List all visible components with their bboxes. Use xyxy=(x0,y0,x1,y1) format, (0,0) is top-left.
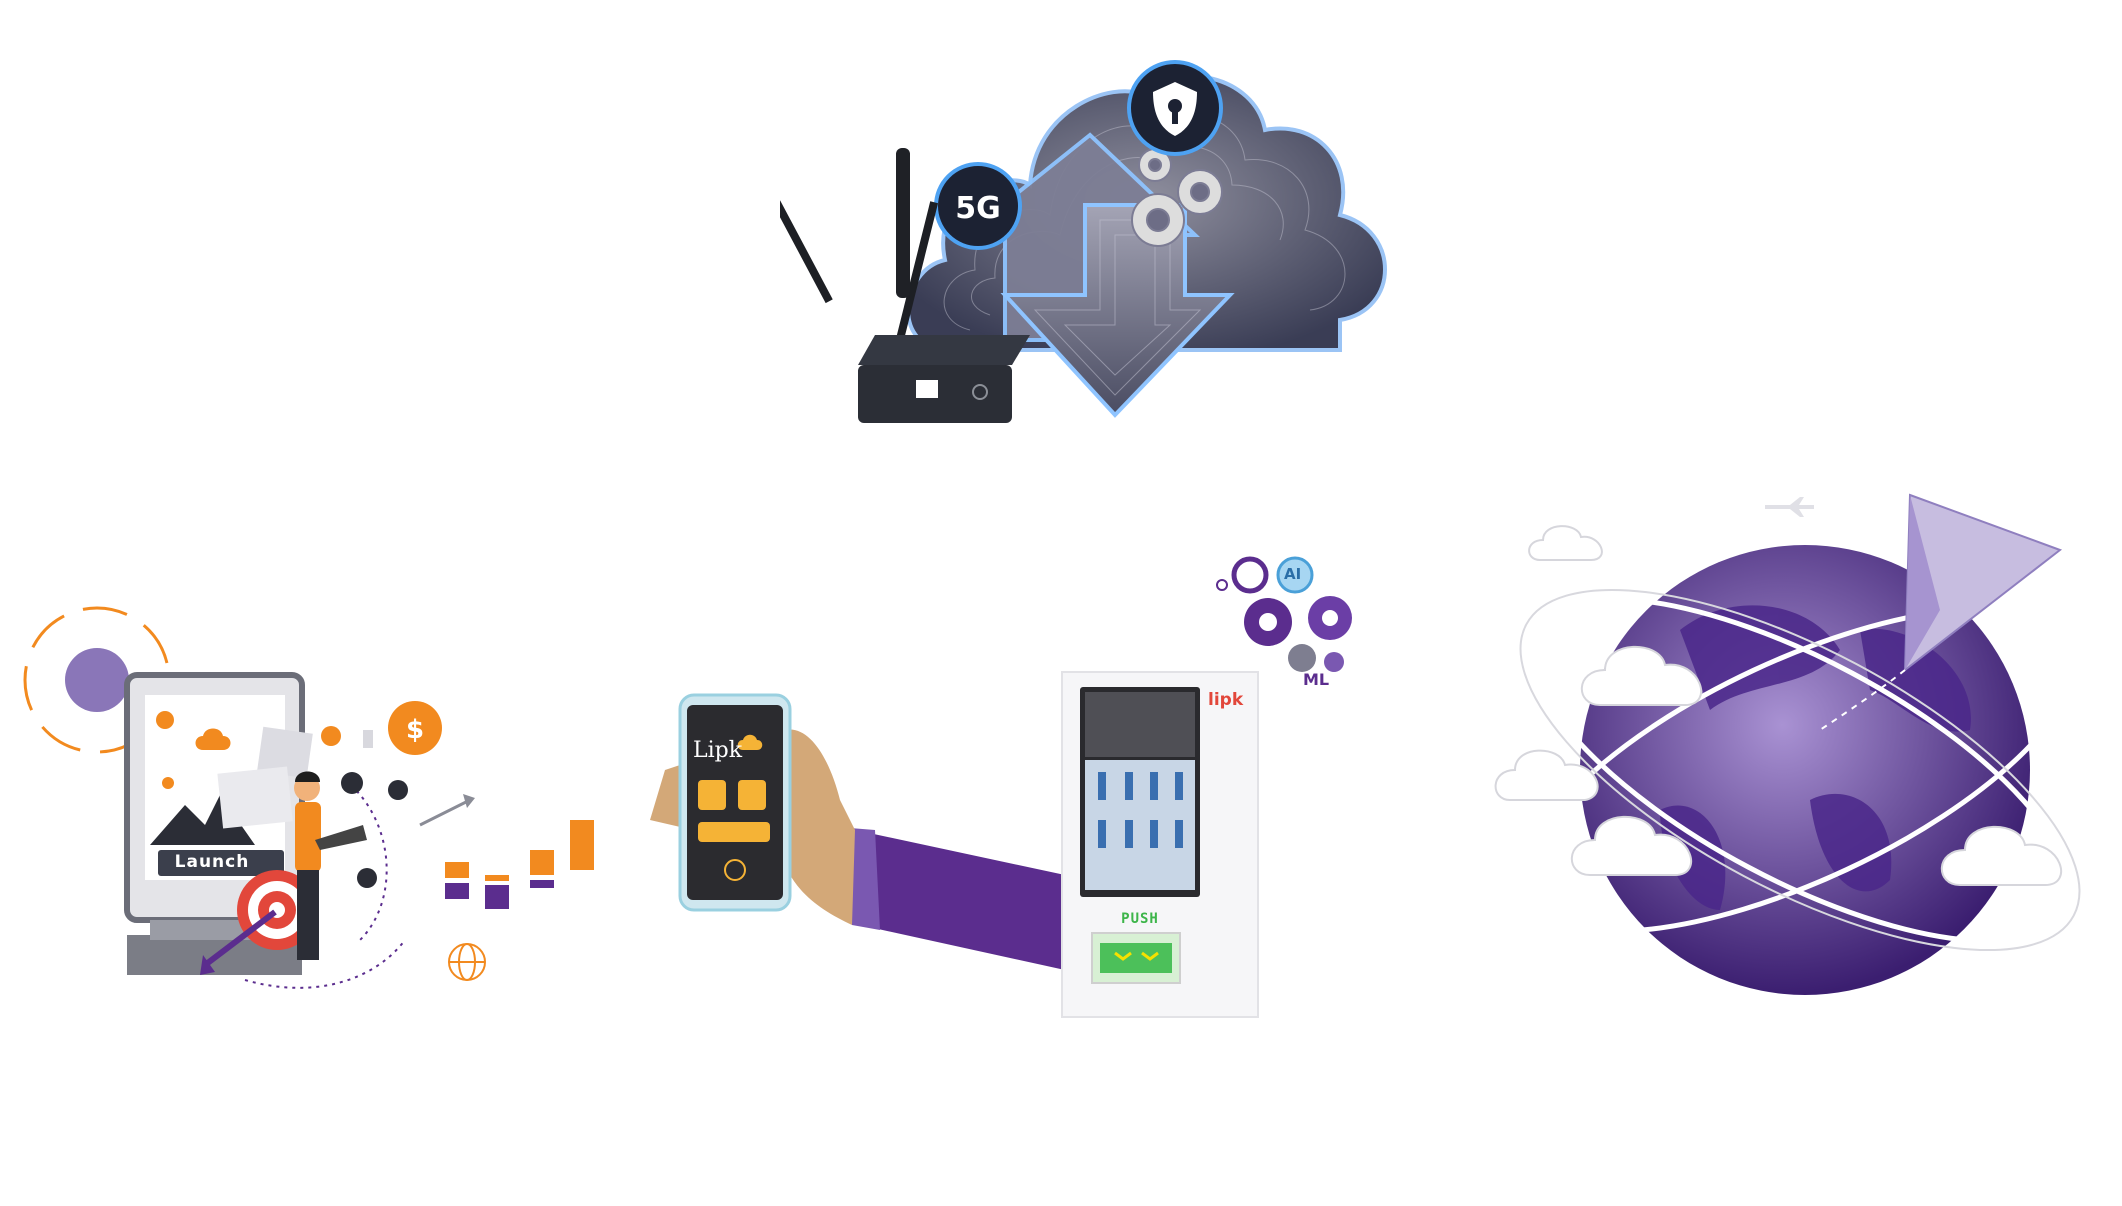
cloud-icon xyxy=(737,734,763,750)
ai-ml-gears-illustration xyxy=(1216,556,1352,672)
svg-text:$: $ xyxy=(406,715,424,745)
5g-badge-label: 5G xyxy=(955,191,1001,226)
phone-hand-illustration xyxy=(650,693,1065,970)
globe-icon xyxy=(448,943,486,981)
paper-plane-icon xyxy=(1819,493,2063,731)
trend-arrow-icon xyxy=(419,798,471,827)
cloud-icon xyxy=(195,728,231,750)
vending-machine xyxy=(1061,671,1259,1018)
clouds xyxy=(1494,525,2063,886)
person-with-laptop xyxy=(294,771,367,960)
sun-icon xyxy=(65,648,129,712)
vending-brand-logo: lipk xyxy=(1208,690,1244,710)
pinterest-icon xyxy=(321,726,341,746)
security-shield-badge xyxy=(1127,60,1223,156)
growth-bars xyxy=(445,820,594,909)
gears-icon xyxy=(1131,148,1223,247)
globe-illustration xyxy=(1494,493,2081,995)
thumbs-up-icon xyxy=(363,730,373,748)
launch-button-label: Launch xyxy=(174,852,250,872)
facebook-icon xyxy=(388,780,408,800)
cloud-network-illustration: 5G xyxy=(780,60,1387,423)
ai-label: AI xyxy=(1284,565,1302,583)
marketing-illustration: $ xyxy=(23,606,594,989)
push-label: PUSH xyxy=(1121,911,1159,927)
email-icon xyxy=(357,868,377,888)
sleeve xyxy=(855,830,1065,970)
router-device xyxy=(780,148,1030,423)
airplane-icon xyxy=(1765,497,1814,517)
dollar-coin-icon: $ xyxy=(388,701,442,755)
phone-app-logo: Lipk xyxy=(693,738,743,763)
ml-label: ML xyxy=(1303,670,1330,689)
whatsapp-icon xyxy=(341,772,363,794)
